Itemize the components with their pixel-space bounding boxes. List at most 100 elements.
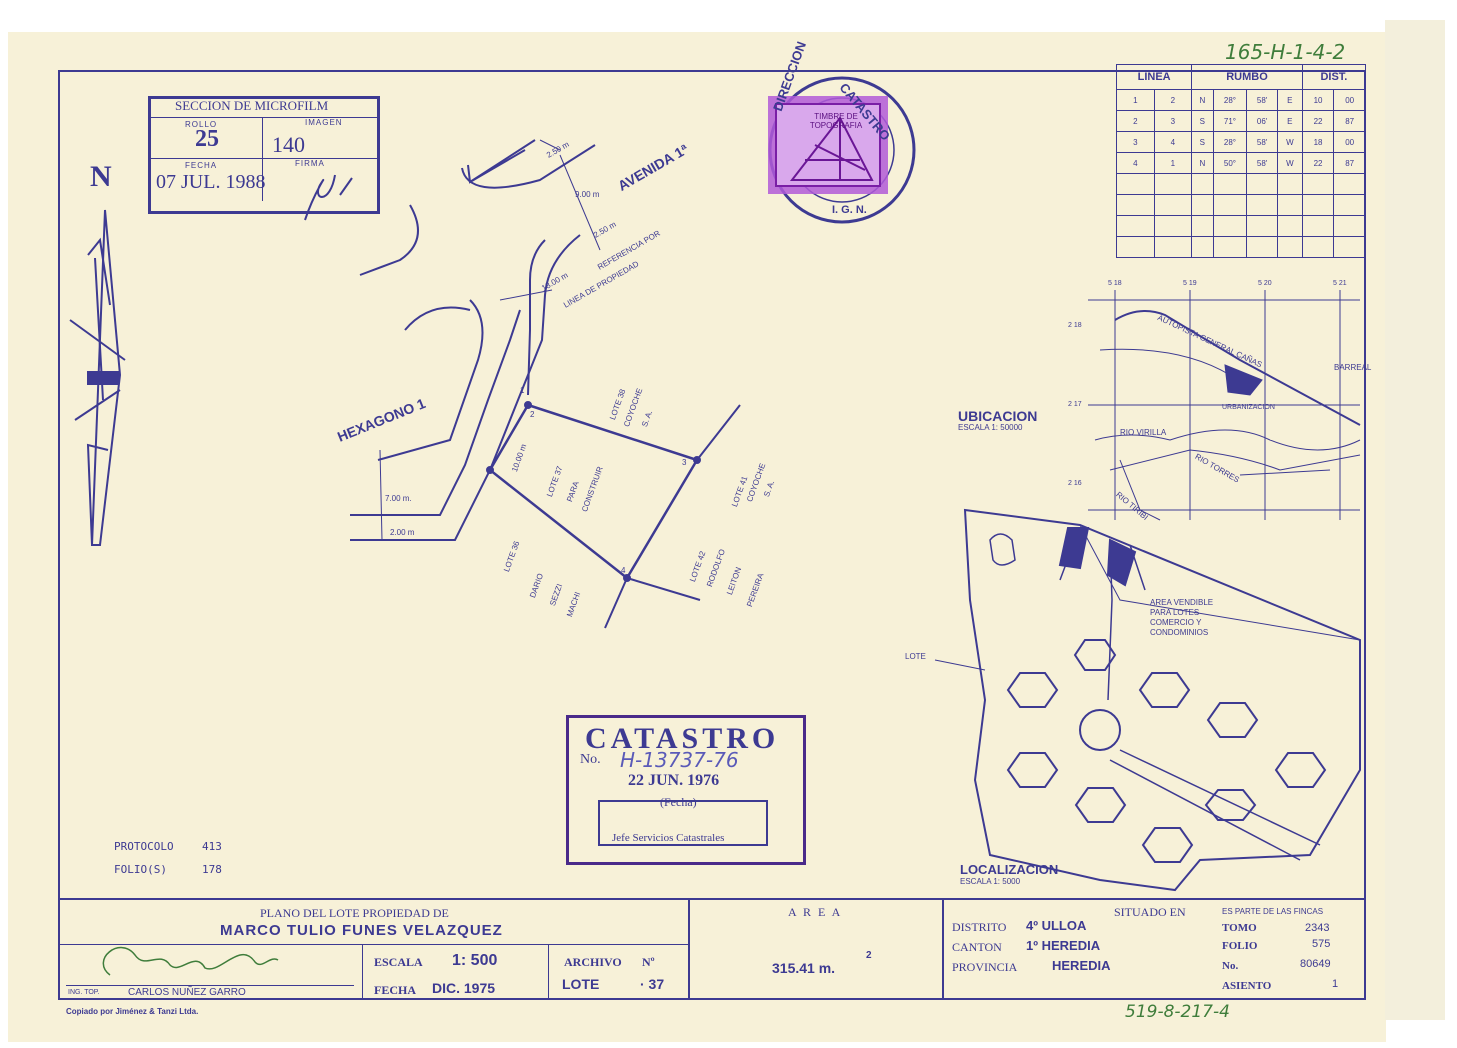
- provincia-label: PROVINCIA: [952, 960, 1018, 974]
- lote-value: · 37: [640, 976, 665, 992]
- area-superscript: 2: [866, 950, 872, 961]
- catastro-date: 22 JUN. 1976: [628, 772, 720, 789]
- fecha-label: FECHA: [185, 161, 218, 170]
- rollo-label: ROLLO: [185, 120, 218, 129]
- rumbo-row: [1116, 236, 1366, 258]
- folio-finca-value: 575: [1312, 938, 1331, 950]
- catastro-signature-box: [598, 800, 768, 846]
- grid-5-21: 5 21: [1333, 280, 1347, 287]
- header-rumbo: RUMBO: [1191, 64, 1303, 90]
- lote-pointer-label: LOTE: [905, 652, 926, 661]
- ing-label: ING. TOP.: [68, 989, 100, 996]
- canton-value: 1º HEREDIA: [1026, 938, 1101, 953]
- grid-5-19: 5 19: [1183, 280, 1197, 287]
- drawing-frame: [58, 70, 1366, 1000]
- escala-value: 1: 500: [452, 952, 498, 969]
- rumbo-cell: [1333, 236, 1366, 258]
- rio-virilla-label: RIO VIRILLA: [1120, 428, 1167, 437]
- asiento-label: ASIENTO: [1222, 980, 1272, 992]
- rumbo-cell: 00: [1333, 89, 1366, 111]
- header-linea: LINEA: [1115, 64, 1193, 90]
- rumbo-cell: [1212, 236, 1248, 258]
- urbanizacion-label: URBANIZACION: [1222, 404, 1275, 411]
- escala-label: ESCALA: [374, 955, 423, 969]
- fecha-plano-label: FECHA: [374, 983, 416, 997]
- sheet-ref-top: 165-H-1-4-2: [1225, 40, 1346, 64]
- fecha-value: 07 JUL. 1988: [156, 171, 266, 193]
- rumbo-row: [1116, 215, 1366, 237]
- copiado-label: Copiado por Jiménez & Tanzi Ltda.: [66, 1007, 199, 1016]
- dim-200: 2.00 m: [390, 528, 415, 537]
- rumbo-cell: [1191, 236, 1214, 258]
- grid-2-18: 2 18: [1068, 322, 1082, 329]
- protocolo-label: PROTOCOLO: [114, 840, 174, 853]
- archivo-no-label: Nº: [642, 955, 655, 969]
- grid-2-16: 2 16: [1068, 480, 1082, 487]
- folio-finca-label: FOLIO: [1222, 940, 1258, 952]
- no-finca-value: 80649: [1300, 958, 1331, 970]
- catastro-no-label: No.: [580, 752, 601, 767]
- localizacion-title: LOCALIZACION: [960, 862, 1059, 877]
- area-value: 315.41 m.: [772, 960, 836, 976]
- rumbo-cell: N: [1191, 89, 1214, 111]
- vertex-4: 4: [621, 566, 626, 575]
- tomo-value: 2343: [1305, 922, 1330, 934]
- canton-label: CANTON: [952, 940, 1002, 954]
- localizacion-escala: ESCALA 1: 5000: [960, 877, 1021, 886]
- fecha-plano-value: DIC. 1975: [432, 980, 496, 996]
- ingeniero-name: CARLOS NUÑEZ GARRO: [128, 987, 246, 998]
- firma-label: FIRMA: [295, 159, 325, 168]
- north-label: N: [90, 160, 112, 193]
- tomo-label: TOMO: [1222, 922, 1257, 934]
- fincas-label: ES PARTE DE LAS FINCAS: [1222, 907, 1324, 916]
- catastro-number: H-13737-76: [620, 748, 739, 772]
- area-label: A R E A: [788, 905, 843, 919]
- sheet-ref-bottom: 519-8-217-4: [1125, 1002, 1230, 1022]
- vertex-1: 1: [520, 386, 525, 395]
- imagen-label: IMAGEN: [305, 118, 343, 127]
- grid-2-17: 2 17: [1068, 401, 1082, 408]
- rumbo-cell: [1276, 236, 1303, 258]
- folio-label: FOLIO(S): [114, 863, 167, 876]
- protocolo-value: 413: [202, 840, 222, 853]
- dim-700: 7.00 m.: [385, 494, 412, 503]
- barreal-label: BARREAL: [1334, 363, 1372, 372]
- rollo-value: 25: [195, 126, 219, 152]
- comercio-label: COMERCIO Y: [1150, 618, 1202, 627]
- distrito-label: DISTRITO: [952, 920, 1007, 934]
- microfilm-title: SECCION DE MICROFILM: [175, 98, 329, 113]
- catastro-title: CATASTRO: [585, 722, 780, 755]
- stamp-ring-bottom: I. G. N.: [832, 204, 867, 216]
- catastro-stamp: [566, 715, 806, 865]
- no-finca-label: No.: [1222, 960, 1239, 972]
- microfilm-stamp: [148, 96, 380, 214]
- situado-label: SITUADO EN: [1114, 905, 1186, 919]
- owner-name: MARCO TULIO FUNES VELAZQUEZ: [220, 922, 503, 939]
- archivo-label: ARCHIVO: [564, 955, 622, 969]
- lote-label: LOTE: [562, 976, 600, 992]
- ubicacion-title: UBICACION: [958, 408, 1038, 424]
- rumbo-row: [1116, 173, 1366, 195]
- plano-label: PLANO DEL LOTE PROPIEDAD DE: [260, 906, 449, 920]
- distrito-value: 4º ULLOA: [1026, 918, 1087, 933]
- catastro-jefe: Jefe Servicios Catastrales: [612, 832, 725, 844]
- vertex-2: 2: [530, 410, 535, 419]
- provincia-value: HEREDIA: [1052, 958, 1111, 973]
- paper-edge: [1385, 20, 1445, 1020]
- timbre-text: TIMBRE DE TOPOGRAFIA: [809, 112, 863, 130]
- imagen-value: 140: [272, 132, 305, 157]
- ubicacion-escala: ESCALA 1: 50000: [958, 423, 1023, 432]
- grid-5-20: 5 20: [1258, 280, 1272, 287]
- vertex-3: 3: [682, 458, 687, 467]
- dim-900: 9.00 m: [575, 190, 600, 199]
- area-vendible-label: AREA VENDIBLE: [1150, 598, 1214, 607]
- condominios-label: CONDOMINIOS: [1150, 628, 1209, 637]
